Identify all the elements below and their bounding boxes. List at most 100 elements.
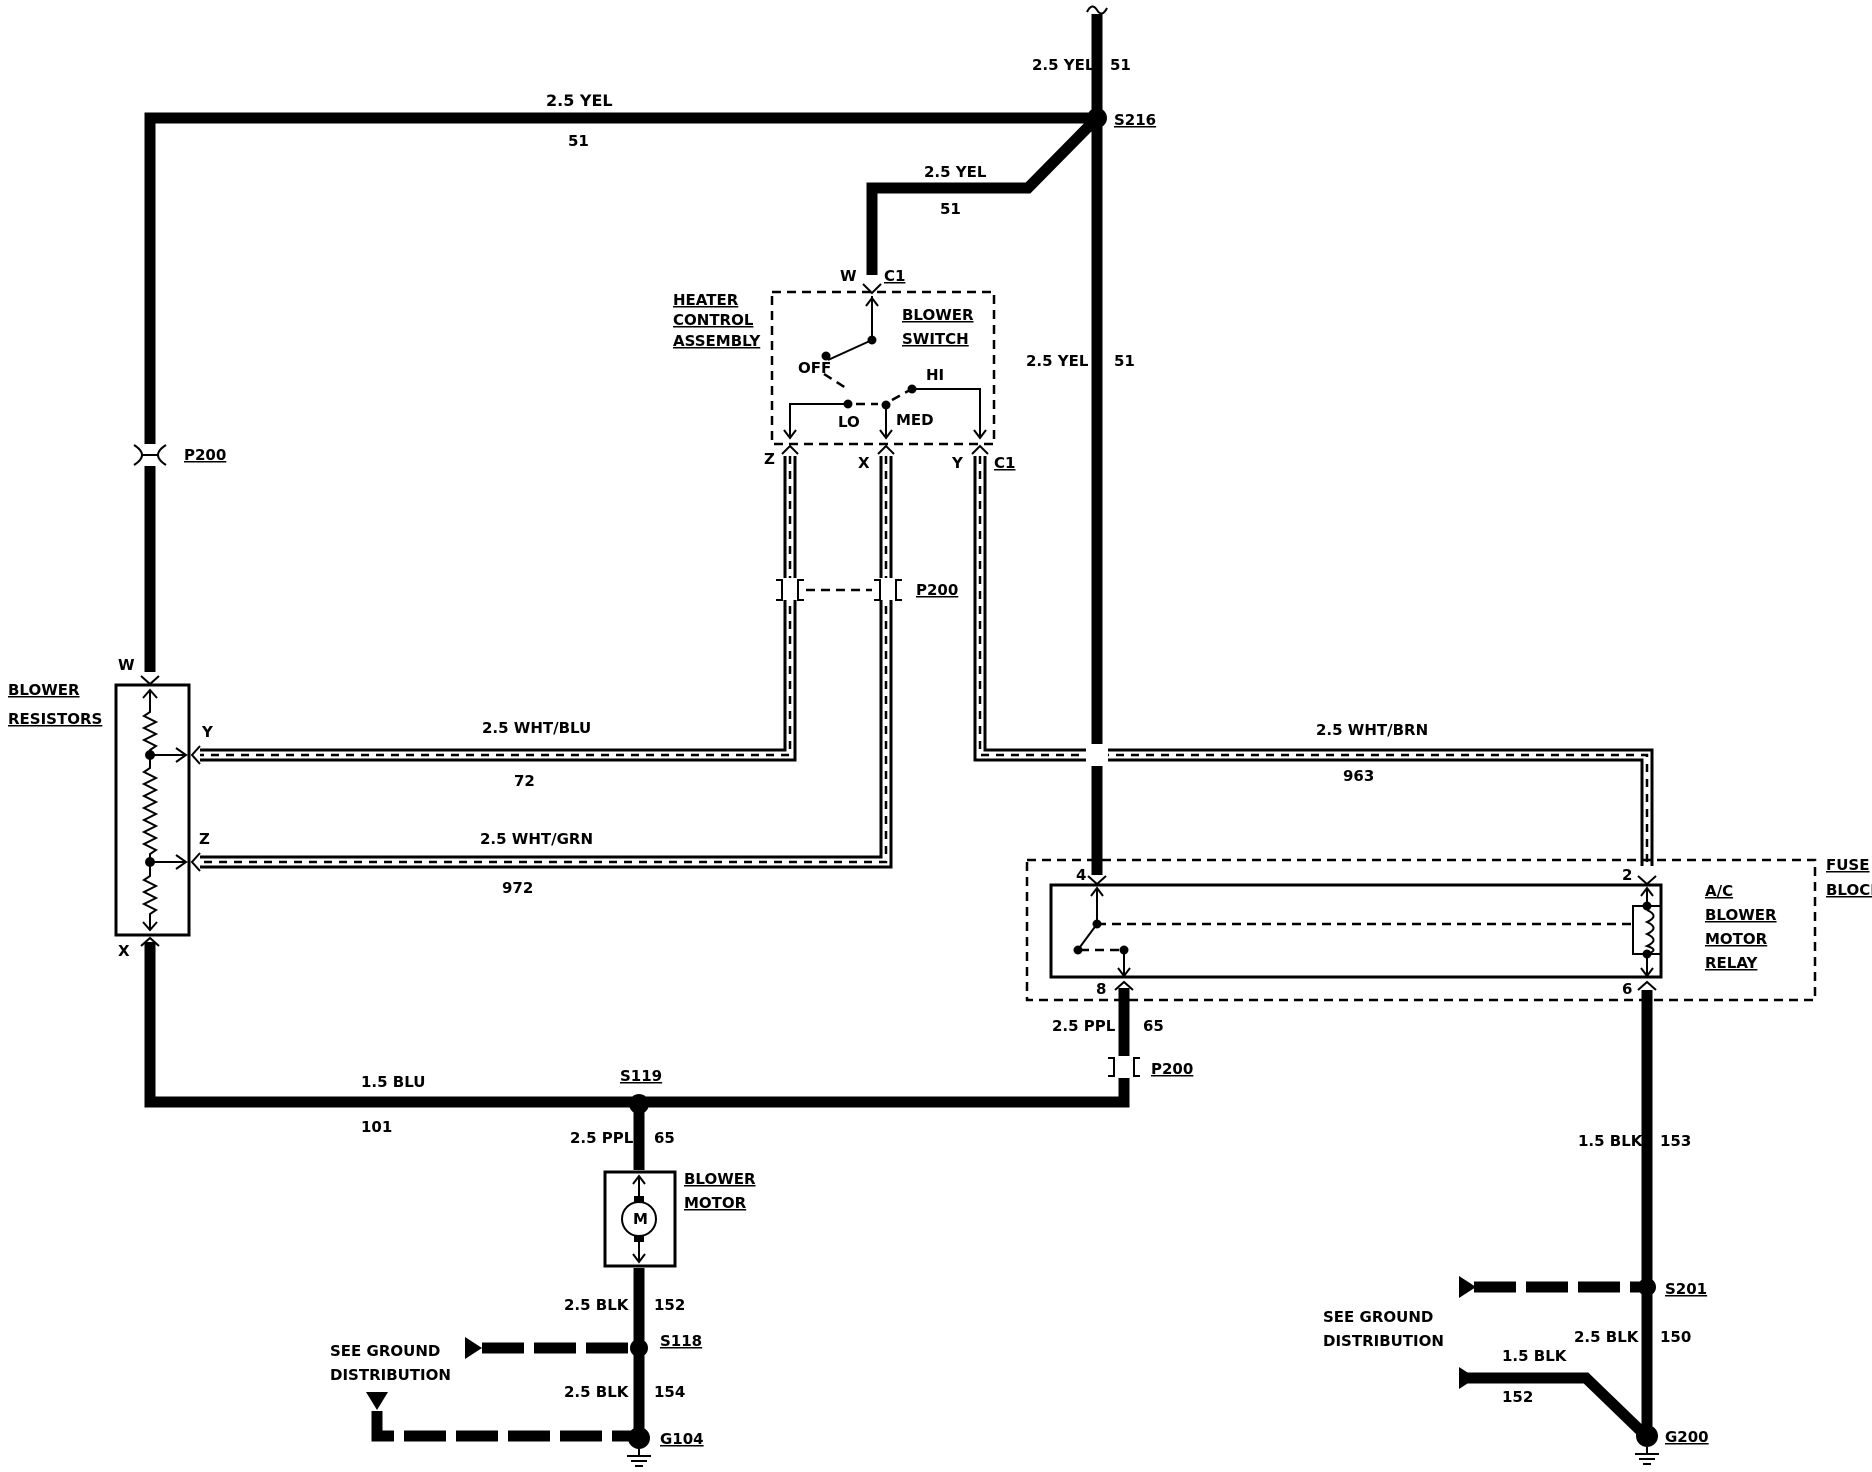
- label-conn-y: Y: [951, 454, 964, 472]
- shielded-wire-972: [200, 456, 893, 869]
- label-switch-feed-num: 51: [940, 200, 961, 218]
- label-resistors-z: Z: [199, 830, 210, 848]
- wire-51-left-loop: [144, 112, 1097, 672]
- fuse-block: [1025, 858, 1817, 1002]
- label-relay-pin6: 6: [1622, 980, 1632, 998]
- conn-y-chevron: [190, 745, 201, 765]
- relay-coil-in-arrow: [1640, 886, 1654, 897]
- conn-x-chevron: [140, 936, 160, 947]
- label-left-top-wire-num: 51: [568, 132, 589, 150]
- label-motor-gnd-num: 152: [654, 1296, 685, 1314]
- label-fuse-2: BLOCK: [1826, 881, 1872, 899]
- switch-out-lo-arrow: [783, 429, 797, 440]
- switch-contact-off: [821, 351, 831, 361]
- label-splice-s118: S118: [660, 1332, 702, 1350]
- tap-z-arrow: [175, 854, 188, 870]
- label-splice-s201: S201: [1665, 1280, 1707, 1298]
- crossing-gap: [1086, 744, 1108, 766]
- fuse-block-outline: [1025, 858, 1817, 1002]
- label-wire-101-size: 1.5 BLU: [361, 1073, 425, 1091]
- label-conn-c1-bottom: C1: [994, 454, 1015, 472]
- switch-out-med-arrow: [879, 429, 893, 440]
- label-relay-gnd-num: 153: [1660, 1132, 1691, 1150]
- switch-link-3: [891, 388, 911, 402]
- label-resistors-1: BLOWER: [8, 681, 80, 699]
- label-sw-hi: HI: [926, 366, 944, 384]
- label-switch-feed-size: 2.5 YEL: [924, 163, 987, 181]
- conn-c1-top-chevron: [862, 283, 882, 295]
- label-conn-c1-top: C1: [884, 267, 905, 285]
- label-motor-feed-num: 65: [654, 1129, 675, 1147]
- label-relay-gnd-size: 1.5 BLK: [1578, 1132, 1644, 1150]
- label-conn-w: W: [840, 267, 857, 285]
- resistor-1: [141, 690, 159, 755]
- switch-link-1: [823, 372, 847, 390]
- blower-resistors: [114, 675, 201, 947]
- label-see-ground-left-1: SEE GROUND: [330, 1342, 440, 1360]
- label-resistors-y: Y: [201, 723, 214, 741]
- motor-arrow-bottom: [632, 1253, 646, 1264]
- blower-motor: [603, 1170, 677, 1268]
- ground-g200: [1635, 1425, 1659, 1465]
- wire-break-mark: [1086, 5, 1108, 15]
- label-g200-wire-size: 2.5 BLK: [1574, 1328, 1640, 1346]
- label-g200-wire-num: 150: [1660, 1328, 1691, 1346]
- label-wire-963-size: 2.5 WHT/BRN: [1316, 721, 1428, 739]
- label-relay-4: RELAY: [1705, 954, 1759, 972]
- label-wire-972-num: 972: [502, 879, 533, 897]
- label-ground-g104: G104: [660, 1430, 704, 1448]
- resistor-3: [141, 862, 159, 930]
- conn-z-chevron: [190, 852, 201, 872]
- label-resistors-x: X: [118, 942, 130, 960]
- splice-s216: [1087, 108, 1107, 128]
- resistor-block-outline: [114, 683, 191, 937]
- label-p200-left: P200: [184, 446, 226, 464]
- label-relay-pin8: 8: [1096, 980, 1106, 998]
- conn-x-top-chevron: [877, 444, 895, 455]
- label-relay-pin2: 2: [1622, 866, 1632, 884]
- label-motor-gnd-size: 2.5 BLK: [564, 1296, 630, 1314]
- switch-input-arrow: [865, 296, 879, 307]
- label-motor-symbol: M: [633, 1210, 648, 1228]
- wire-g104-ground-dist: [371, 1411, 637, 1442]
- label-g200-branch-size: 1.5 BLK: [1502, 1347, 1568, 1365]
- tap-y-arrow: [175, 747, 188, 763]
- splice-s118: [630, 1339, 648, 1357]
- relay-contact-fixed: [1073, 945, 1083, 955]
- p200-left-connector: [133, 444, 167, 466]
- label-blower-switch-2: SWITCH: [902, 330, 969, 348]
- label-g200-branch-num: 152: [1502, 1388, 1533, 1406]
- p200-lower-connector: [1108, 1056, 1140, 1078]
- g104-dist-arrowhead: [366, 1392, 388, 1410]
- label-g104-wire-num: 154: [654, 1383, 685, 1401]
- label-resistors-w: W: [118, 656, 135, 674]
- term-w-arrow: [142, 688, 158, 699]
- term-x-arrow: [142, 921, 158, 932]
- label-sw-med: MED: [896, 411, 934, 429]
- label-wire-72-num: 72: [514, 772, 535, 790]
- conn-y-top-chevron: [971, 444, 989, 455]
- conn-z-top-chevron: [781, 444, 799, 455]
- label-relay-out-num: 65: [1143, 1017, 1164, 1035]
- label-relay-3: MOTOR: [1705, 930, 1768, 948]
- label-motor-feed-size: 2.5 PPL: [570, 1129, 634, 1147]
- relay-pin2-chevron: [1637, 875, 1657, 886]
- relay-coil-out-arrow: [1640, 967, 1654, 978]
- wire-51-switch-feed: [866, 114, 1101, 275]
- heater-control-outline: [770, 290, 996, 446]
- label-relay-pin4: 4: [1076, 866, 1086, 884]
- heater-control-assembly: [770, 283, 996, 455]
- label-sw-lo: LO: [838, 413, 860, 431]
- relay-contact-out-arrow: [1117, 967, 1131, 978]
- label-motor-2: MOTOR: [684, 1194, 747, 1212]
- label-resistors-2: RESISTORS: [8, 710, 102, 728]
- g200-branch-arrowhead: [1459, 1367, 1476, 1389]
- shielded-wire-72: [200, 456, 797, 762]
- switch-out-hi: [912, 388, 981, 436]
- relay-pin8-chevron: [1114, 980, 1134, 991]
- splice-s119: [629, 1094, 649, 1114]
- label-p200-lower: P200: [1151, 1060, 1193, 1078]
- relay-contact-arrow: [1090, 886, 1104, 897]
- label-wire-72-size: 2.5 WHT/BLU: [482, 719, 591, 737]
